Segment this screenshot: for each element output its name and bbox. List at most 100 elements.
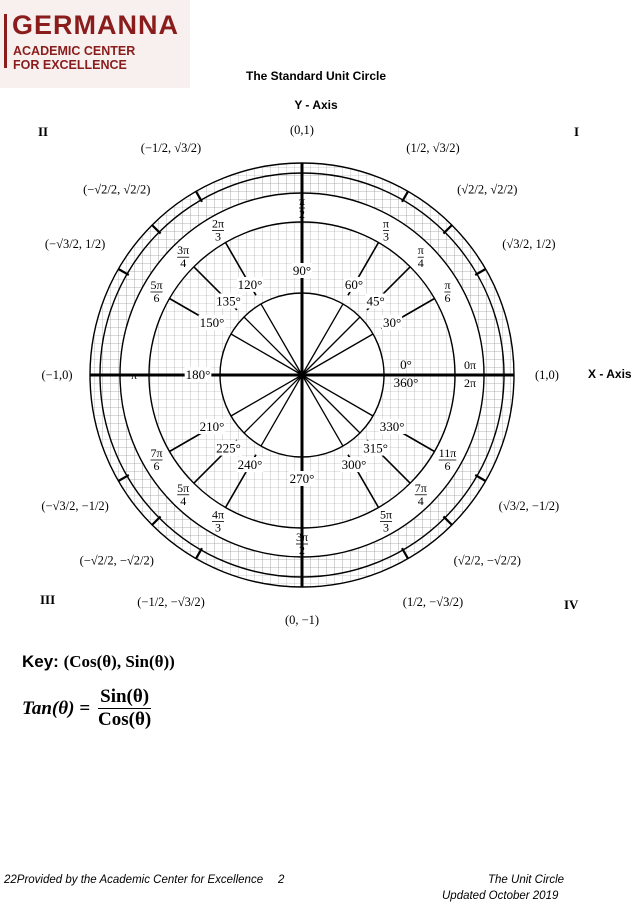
radian-label: 7π6 [150, 446, 163, 473]
y-axis-label: Y - Axis [294, 98, 338, 112]
radian-denominator: 3 [215, 230, 221, 244]
coordinate-label: (1/2, −√3/2) [403, 595, 463, 609]
radian-denominator: 6 [154, 459, 160, 473]
radian-denominator: 3 [383, 520, 389, 534]
radian-numerator: 4π [212, 507, 224, 521]
degree-label-360: 360° [394, 375, 419, 390]
degree-label-bg [236, 276, 264, 292]
radian-numerator: 11π [439, 446, 457, 460]
radian-numerator: π [299, 194, 305, 208]
coordinate-label: (√2/2, √2/2) [457, 183, 517, 197]
radian-numerator: π [131, 368, 137, 382]
degree-label: 150° [200, 315, 225, 330]
inner-spoke [301, 374, 361, 434]
radian-denominator: 6 [444, 291, 450, 305]
quadrant-label-4: IV [564, 597, 579, 612]
radian-denominator: 4 [418, 494, 424, 508]
radian-label: π4 [417, 243, 424, 270]
logo-line-1: ACADEMIC CENTER [13, 44, 136, 58]
outer-tick [117, 268, 130, 276]
radian-label: 3π4 [177, 243, 190, 270]
footer-updated: Updated October 2019 [442, 890, 559, 902]
radian-numerator: π [444, 278, 450, 292]
coordinate-label: (−√2/2, −√2/2) [80, 553, 154, 567]
degree-label: 300° [342, 457, 367, 472]
degree-label-bg [365, 293, 386, 309]
coordinate-label: (−1/2, √3/2) [141, 141, 201, 155]
radian-denominator: 4 [180, 494, 186, 508]
radian-denominator: 3 [215, 520, 221, 534]
radian-label: 4π3 [211, 507, 225, 534]
degree-label-bg [362, 440, 389, 456]
coordinate-label: (−√3/2, −1/2) [41, 499, 108, 513]
coordinate-label: (−1,0) [42, 368, 73, 382]
radian-numerator: 2π [212, 217, 224, 231]
degree-label-bg [340, 457, 368, 473]
inner-spoke [243, 316, 303, 376]
degree-label: 60° [345, 277, 363, 292]
outer-tick [401, 547, 409, 560]
degree-label: 30° [383, 315, 401, 330]
radian-label: 5π6 [150, 278, 163, 305]
degree-label: 120° [238, 277, 263, 292]
logo-bar [4, 14, 7, 68]
radian-numerator: π [418, 243, 424, 257]
radian-label: 5π4 [177, 481, 190, 508]
radian-denominator: 4 [180, 256, 186, 270]
outer-tick [195, 547, 203, 560]
radian-denominator: 4 [418, 256, 424, 270]
radian-numerator: 7π [415, 481, 427, 495]
degree-label-bg [215, 440, 242, 456]
degree-label-bg [198, 315, 226, 330]
degree-label-bg [381, 315, 403, 330]
outer-tick [117, 474, 130, 482]
degree-label-bg [198, 419, 226, 434]
germanna-logo: GERMANNA ACADEMIC CENTER FOR EXCELLENCE [0, 0, 190, 88]
radian-numerator: 5π [380, 507, 392, 521]
outer-tick [442, 515, 453, 526]
inner-spoke [301, 333, 374, 376]
coordinate-label: (−√2/2, √2/2) [83, 183, 150, 197]
radian-label: 5π3 [379, 507, 393, 534]
degree-label-bg [288, 471, 316, 486]
degree-label: 240° [238, 457, 263, 472]
outer-tick [474, 474, 487, 482]
degree-label: 210° [200, 419, 225, 434]
radian-numerator: 3π [177, 243, 189, 257]
quadrant-label-3: III [40, 592, 56, 607]
outer-tick [474, 268, 487, 276]
quadrant-label-2: II [38, 124, 49, 139]
key-value: (Cos(θ), Sin(θ)) [63, 652, 175, 671]
inner-spoke [230, 333, 303, 376]
degree-label: 330° [380, 419, 405, 434]
x-axis-label: X - Axis [588, 367, 632, 381]
inner-spoke [301, 316, 361, 376]
footer-provider: 22Provided by the Academic Center for Ex… [4, 874, 264, 886]
degree-label: 225° [216, 441, 241, 456]
radian-numerator: 5π [150, 278, 162, 292]
outer-tick [442, 224, 453, 235]
degree-label-bg [291, 263, 313, 278]
tan-lhs: Tan(θ) = [22, 697, 91, 719]
logo-name: GERMANNA [12, 10, 179, 40]
radian-label-zero: 0π [464, 358, 476, 372]
tan-fraction: Sin(θ) Cos(θ) [98, 686, 151, 731]
degree-label-bg [343, 276, 365, 292]
outer-tick [195, 190, 203, 203]
page-title: The Standard Unit Circle [245, 69, 387, 83]
outer-tick [401, 190, 409, 203]
coordinate-label: (√3/2, −1/2) [499, 499, 559, 513]
degree-label: 270° [290, 471, 315, 486]
radian-label: 3π2 [295, 530, 309, 557]
degree-label-zero: 0° [400, 357, 412, 372]
radian-label: π [131, 368, 137, 382]
inner-spoke [301, 303, 344, 376]
coordinate-label: (0, −1) [285, 613, 319, 627]
coordinate-label: (−√3/2, 1/2) [45, 237, 105, 251]
radian-denominator: 6 [444, 459, 450, 473]
coordinate-label: (√2/2, −√2/2) [454, 553, 521, 567]
degree-label-bg [378, 419, 406, 434]
radian-numerator: 3π [296, 530, 308, 544]
